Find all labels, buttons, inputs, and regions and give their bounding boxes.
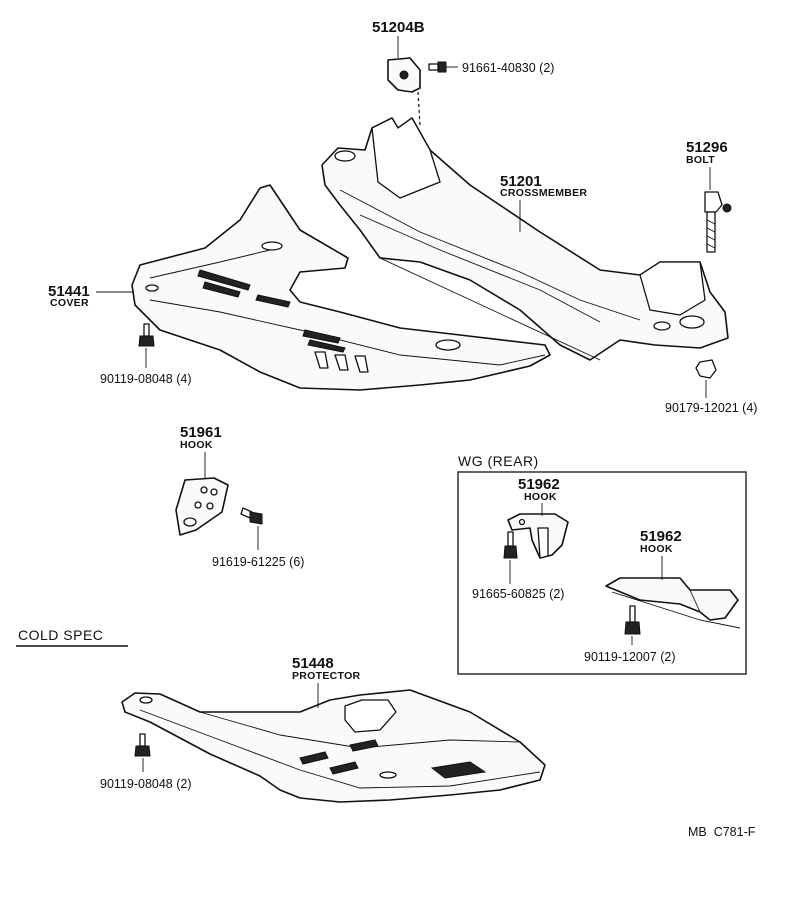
bolt-90119-08048-icon xyxy=(138,323,155,368)
bolt-91665-part-number: 91665-60825 (2) xyxy=(472,587,564,601)
protector-51448-label: PROTECTOR xyxy=(292,670,361,682)
cold-spec-title: COLD SPEC xyxy=(18,627,103,643)
hook-51962-b-label: HOOK xyxy=(640,543,673,555)
hook-51962-b xyxy=(605,577,741,629)
wg-rear-box xyxy=(457,471,747,675)
bracket-51204b xyxy=(387,57,421,126)
bolt-91619-icon xyxy=(240,507,263,550)
hook-51961-label: HOOK xyxy=(180,439,213,451)
hook-51962-a-number: 51962 xyxy=(518,476,560,493)
bolt-90119-08048-cold-part-number: 90119-08048 (2) xyxy=(100,777,192,791)
bolt-90119-08048-cold-icon xyxy=(134,733,151,772)
diagram-code: MB C781-F xyxy=(688,825,756,839)
bracket-51204b-number: 51204B xyxy=(372,19,425,36)
bolt-91661-icon xyxy=(428,61,458,73)
crossmember-51201-number: 51201 xyxy=(500,173,542,190)
crossmember-51201 xyxy=(321,117,729,361)
nut-90179-icon xyxy=(695,359,717,398)
cover-51441 xyxy=(131,184,551,391)
hook-51962-b-number: 51962 xyxy=(640,528,682,545)
hook-51961-number: 51961 xyxy=(180,424,222,441)
wg-rear-title: WG (REAR) xyxy=(458,453,539,469)
bolt-90119-12007-icon xyxy=(624,605,641,645)
hook-51962-a xyxy=(507,513,569,559)
bolt-90119-12007-part-number: 90119-12007 (2) xyxy=(584,650,676,664)
bolt-91665-icon xyxy=(503,531,518,559)
bolt-91661-part-number: 91661-40830 (2) xyxy=(462,61,554,75)
protector-51448-number: 51448 xyxy=(292,655,334,672)
cover-51441-label: COVER xyxy=(50,297,89,309)
hook-51962-a-label: HOOK xyxy=(524,491,557,503)
bolt-91619-part-number: 91619-61225 (6) xyxy=(212,555,304,569)
bolt-51296-icon xyxy=(704,191,732,253)
hook-51961 xyxy=(175,477,229,536)
bolt-51296-label: BOLT xyxy=(686,154,715,166)
protector-51448 xyxy=(121,689,546,803)
nut-90179-part-number: 90179-12021 (4) xyxy=(665,401,757,415)
cover-51441-number: 51441 xyxy=(48,283,90,300)
bolt-90119-08048-part-number: 90119-08048 (4) xyxy=(100,372,192,386)
bolt-51296-number: 51296 xyxy=(686,139,728,156)
crossmember-51201-label: CROSSMEMBER xyxy=(500,187,587,199)
